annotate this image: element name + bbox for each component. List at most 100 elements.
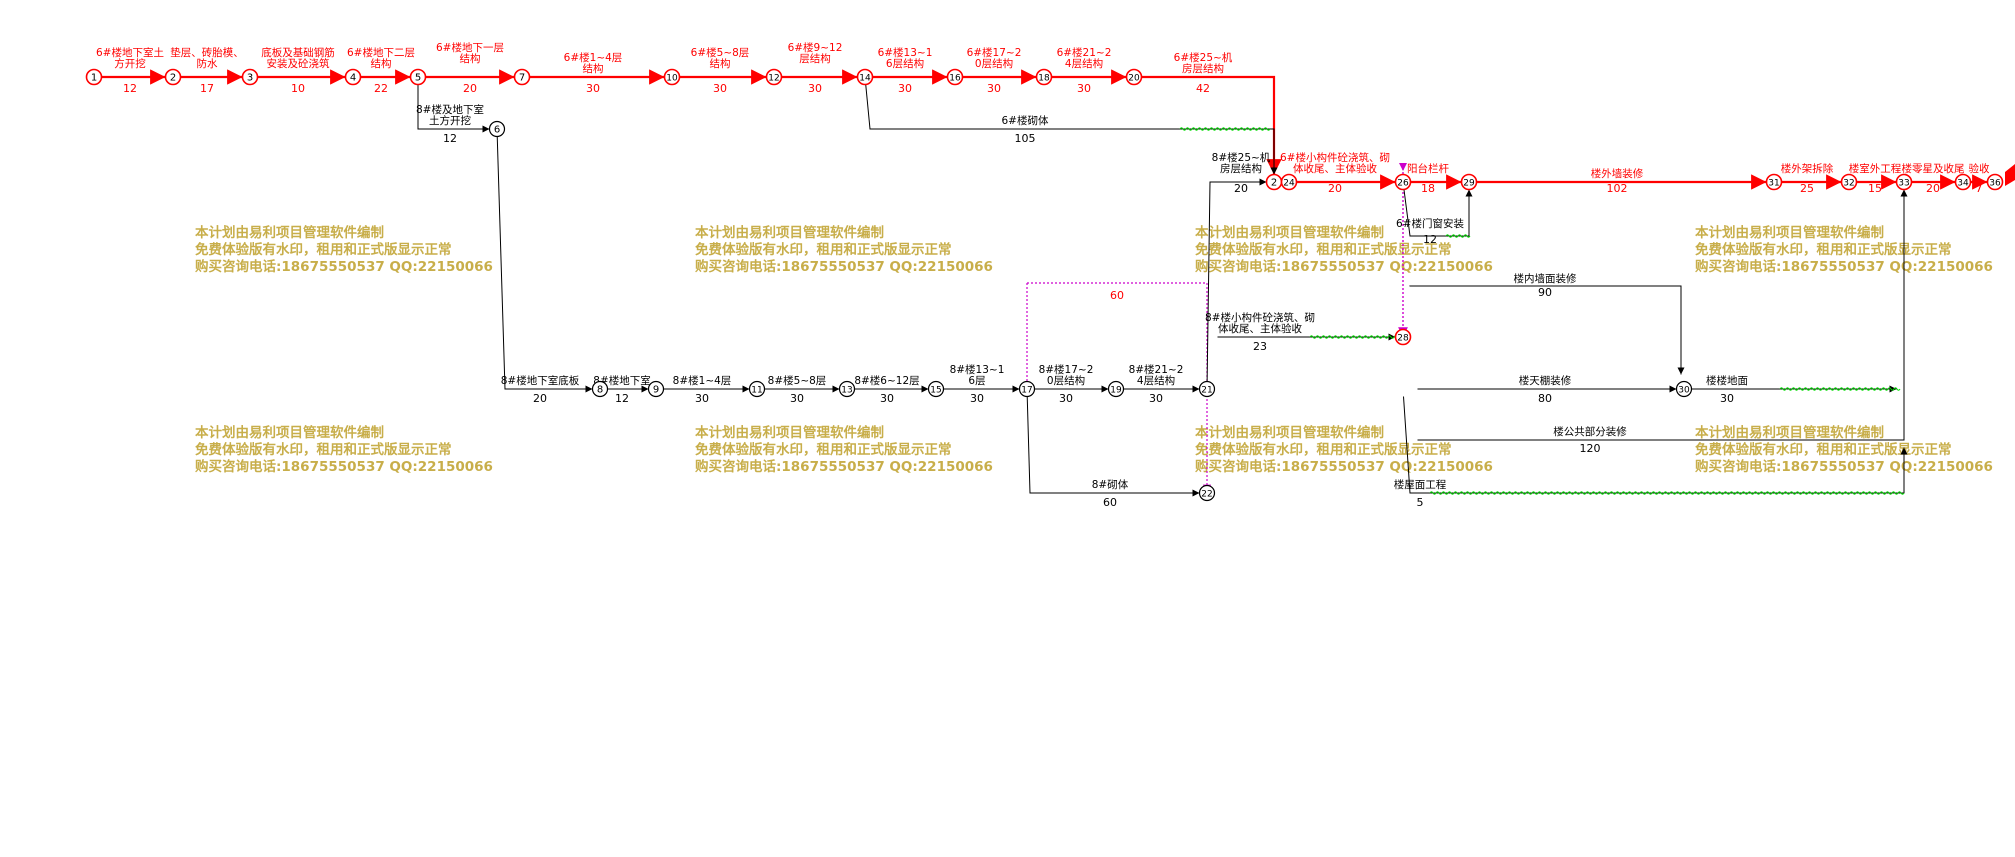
event-node[interactable]: 14 [856, 68, 874, 86]
activity-name: 8#楼1~4层 [673, 374, 732, 387]
watermark-line: 免费体验版有水印，租用和正式版显示正常 [695, 442, 952, 458]
event-node[interactable]: 32 [1840, 173, 1858, 191]
event-node[interactable]: 36 [1986, 173, 2004, 191]
watermark: 本计划由易利项目管理软件编制免费体验版有水印，租用和正式版显示正常购买咨询电话:… [1195, 225, 1493, 276]
activity-duration: 90 [1538, 286, 1552, 299]
event-node[interactable]: 11 [748, 380, 766, 398]
watermark-line: 免费体验版有水印，租用和正式版显示正常 [195, 242, 452, 258]
activity-duration: 30 [695, 392, 709, 405]
event-node[interactable]: 15 [927, 380, 945, 398]
node-number: 30 [1678, 386, 1690, 396]
node-number: 1 [91, 73, 97, 84]
activity-duration: 12 [1423, 233, 1437, 246]
watermark-line: 购买咨询电话:18675550537 QQ:22150066 [195, 259, 493, 275]
event-node[interactable]: 24 [1280, 173, 1298, 191]
node-number: 33 [1898, 179, 1909, 189]
event-node[interactable]: 20 [1125, 68, 1143, 86]
event-node[interactable]: 1 [85, 68, 103, 86]
event-node[interactable]: 31 [1765, 173, 1783, 191]
event-node[interactable]: 34 [1954, 173, 1972, 191]
activity-name: 8#楼小构件砼浇筑、砌体收尾、主体验收 [1205, 311, 1315, 335]
event-node[interactable]: 6 [488, 120, 506, 138]
event-node[interactable]: 26 [1394, 173, 1412, 191]
activity-arrow[interactable]: 8#楼1~4层 30 [663, 374, 750, 405]
free-float-wave [1445, 234, 1471, 238]
free-float-wave [1179, 127, 1271, 131]
event-node[interactable]: 2 [1265, 173, 1283, 191]
activity-name: 6#楼小构件砼浇筑、砌体收尾、主体验收 [1280, 151, 1390, 175]
event-node[interactable]: 4 [344, 68, 362, 86]
activity-duration: 30 [898, 82, 912, 95]
event-node[interactable]: 28 [1394, 328, 1412, 346]
activity-duration: 120 [1580, 442, 1601, 455]
activity-name: 楼天棚装修 [1519, 374, 1572, 387]
event-node[interactable]: 7 [513, 68, 531, 86]
activity-arrow[interactable]: 6#楼小构件砼浇筑、砌体收尾、主体验收 20 [1280, 151, 1396, 195]
activity-duration: 30 [1077, 82, 1091, 95]
node-number: 2 [170, 73, 176, 84]
event-node[interactable]: 13 [838, 380, 856, 398]
activity-arrow[interactable]: 验收7 [1969, 162, 1991, 195]
event-node[interactable]: 3 [241, 68, 259, 86]
watermark-line: 免费体验版有水印，租用和正式版显示正常 [195, 442, 452, 458]
watermark-line: 免费体验版有水印，租用和正式版显示正常 [695, 242, 952, 258]
event-node[interactable]: 9 [647, 380, 665, 398]
activity-name: 6#楼地下二层结构 [347, 46, 415, 70]
event-node[interactable]: 8 [591, 380, 609, 398]
node-number: 16 [949, 74, 961, 84]
activity-name: 6#楼地下一层结构 [436, 41, 504, 65]
activity-duration: 20 [1328, 182, 1342, 195]
event-node[interactable]: 33 [1895, 173, 1913, 191]
event-node[interactable]: 30 [1675, 380, 1693, 398]
activity-name: 验收 [1969, 162, 1991, 175]
event-node[interactable]: 17 [1018, 380, 1036, 398]
event-node[interactable]: 19 [1107, 380, 1125, 398]
event-node[interactable]: 21 [1198, 380, 1216, 398]
event-node[interactable]: 16 [946, 68, 964, 86]
event-node[interactable]: 29 [1460, 173, 1478, 191]
node-number: 2 [1271, 178, 1277, 189]
event-node[interactable]: 5 [409, 68, 427, 86]
activity-duration: 12 [615, 392, 629, 405]
event-node[interactable]: 22 [1198, 484, 1216, 502]
event-node[interactable]: 10 [663, 68, 681, 86]
event-node[interactable]: 12 [765, 68, 783, 86]
event-node[interactable]: 18 [1035, 68, 1053, 86]
event-node[interactable]: 2 [164, 68, 182, 86]
